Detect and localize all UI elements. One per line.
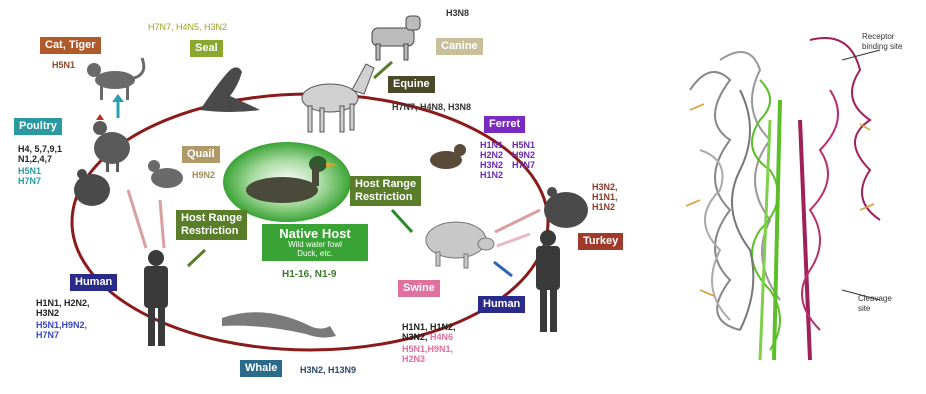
native-host-subtypes: H1-16, N1-9 xyxy=(282,270,336,280)
human-right-icon xyxy=(536,230,560,332)
equine-subtypes: H7N7, H4N8, H3N8 xyxy=(392,102,471,112)
seal-subtypes: H7N7, H4N5, H3N2 xyxy=(148,22,227,32)
turkey-subtypes: H3N2, H1N1, H1N2 xyxy=(592,182,618,212)
arrowhead-to-cat xyxy=(112,94,124,102)
whale-subtypes: H3N2, H13N9 xyxy=(300,365,356,375)
host-range-right: Host Range Restriction xyxy=(350,176,421,206)
canine-subtypes: H3N8 xyxy=(446,8,469,18)
arrow-turkey-swine xyxy=(495,210,540,232)
helix-magenta-2 xyxy=(800,120,810,360)
human-left-label: Human xyxy=(70,274,117,291)
human-left-icon xyxy=(144,250,168,346)
arrow-host-range-right xyxy=(392,210,412,232)
poultry-subtypes-dark: H4, 5,7,9,1 N1,2,4,7 xyxy=(18,144,62,164)
turkey-left-icon xyxy=(74,169,110,206)
dog-icon xyxy=(372,16,420,60)
turkey-right-icon xyxy=(544,187,588,228)
human-left-subtypes-dark: H1N1, H2N2, H3N2 xyxy=(36,298,90,318)
turkey-label: Turkey xyxy=(578,233,623,250)
whale-icon xyxy=(222,312,336,337)
equine-label: Equine xyxy=(388,76,435,93)
cat-icon xyxy=(87,58,144,100)
native-host-box: Native Host Wild water fowl Duck, etc. xyxy=(262,224,368,261)
arrow-poultry-human-2 xyxy=(160,200,164,248)
quail-label: Quail xyxy=(182,146,220,163)
poultry-label: Poultry xyxy=(14,118,62,135)
native-host-title: Native Host xyxy=(268,227,362,240)
ferret-icon xyxy=(430,144,466,169)
canine-label: Canine xyxy=(436,38,483,55)
quail-subtypes: H9N2 xyxy=(192,170,215,180)
arrow-host-range-left xyxy=(188,250,205,266)
receptor-binding-label: Receptor binding site xyxy=(862,32,902,52)
cat-tiger-label: Cat, Tiger xyxy=(40,37,101,54)
ferret-subtypes-col2: H5N1 H9N2 H7N7 xyxy=(512,140,535,170)
seal-icon xyxy=(200,67,260,112)
arrow-turkey-swine-2 xyxy=(497,234,530,246)
cleavage-site-label: Cleavage site xyxy=(858,294,892,314)
swine-label: Swine xyxy=(398,280,440,297)
quail-icon xyxy=(148,160,183,188)
seal-label: Seal xyxy=(190,40,223,57)
cat-tiger-subtypes: H5N1 xyxy=(52,60,75,70)
ferret-label: Ferret xyxy=(484,116,525,133)
helix-gray-4 xyxy=(732,90,753,330)
swine-subtypes-dark: H1N1, H1N2, N3N2, H4N6 xyxy=(402,322,456,342)
host-range-left: Host Range Restriction xyxy=(176,210,247,240)
human-right-label: Human xyxy=(478,296,525,313)
protein-structure xyxy=(686,38,880,360)
pig-icon xyxy=(426,222,494,268)
swine-subtypes-pink: H5N1,H9N1, H2N3 xyxy=(402,344,453,364)
arrow-poultry-human-1 xyxy=(128,190,146,248)
poultry-subtypes-teal: H5N1 H7N7 xyxy=(18,166,41,186)
swine-subtypes-h4n6: H4N6 xyxy=(430,332,453,342)
ferret-subtypes-col1: H1N1 H2N2 H3N2 H1N2 xyxy=(480,140,503,180)
whale-label: Whale xyxy=(240,360,282,377)
helix-gray-2 xyxy=(720,52,780,300)
arrow-swine-human xyxy=(494,262,512,276)
human-left-subtypes-blue: H5N1,H9N2, H7N7 xyxy=(36,320,87,340)
native-host-desc: Wild water fowl Duck, etc. xyxy=(268,240,362,258)
